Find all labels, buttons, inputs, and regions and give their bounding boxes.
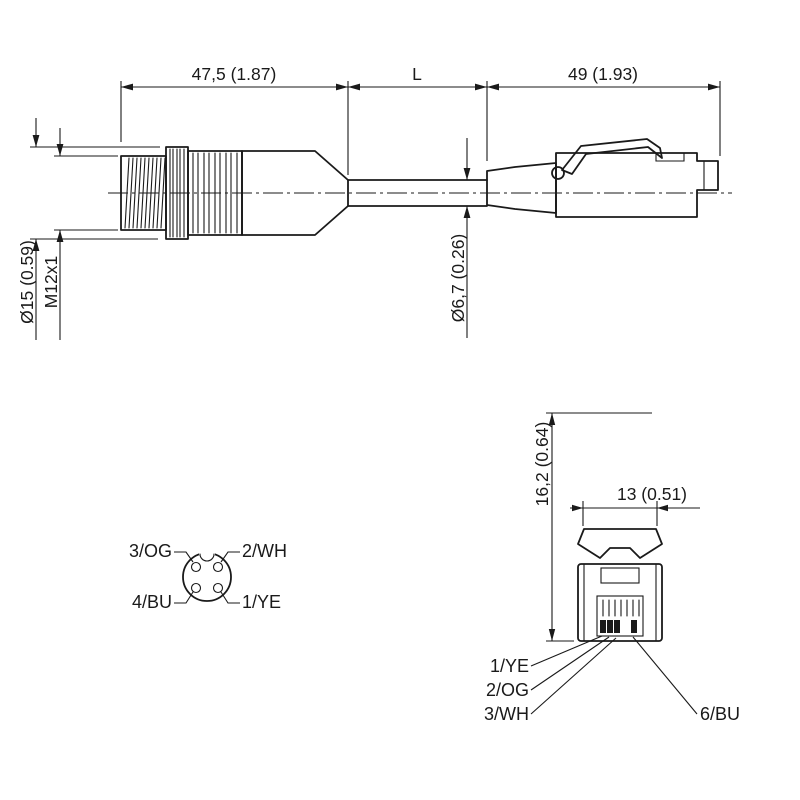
pin-1: [212, 582, 224, 594]
rj45-front-view: 16,2 (0.64) 13 (0.51): [484, 412, 740, 724]
dim-nut-diameter: Ø15 (0.59): [17, 240, 37, 324]
wire-label-1: 1/YE: [490, 656, 529, 676]
dim-cable-length: L: [412, 64, 422, 84]
pin-2: [212, 561, 224, 573]
contact-block: [596, 595, 644, 637]
dimension-left: Ø15 (0.59) M12x1: [17, 118, 160, 340]
wire-labels: 1/YE 2/OG 3/WH 6/BU: [484, 635, 740, 724]
pin-4: [190, 582, 202, 594]
contact-2: [607, 620, 613, 633]
pinout-label-3: 3/OG: [129, 541, 172, 561]
side-view: 47,5 (1.87) L 49 (1.93) Ø15 (0.59) M12x1: [17, 64, 732, 340]
wire-label-3: 3/WH: [484, 704, 529, 724]
dim-rj45-length: 49 (1.93): [568, 64, 638, 84]
dim-m12-length: 47,5 (1.87): [192, 64, 277, 84]
rj45-connector-side: [486, 138, 719, 218]
latch-pivot: [551, 166, 565, 180]
pinout-label-1: 1/YE: [242, 592, 281, 612]
wire-label-6: 6/BU: [700, 704, 740, 724]
dim-cable-diameter: Ø6,7 (0.26): [448, 234, 468, 323]
pinout-label-4: 4/BU: [132, 592, 172, 612]
pin-3: [190, 561, 202, 573]
contact-3: [614, 620, 620, 633]
dim-width: 13 (0.51): [617, 484, 687, 504]
rj45-front-body: [577, 528, 663, 642]
dimension-cable-diameter: Ø6,7 (0.26): [448, 138, 471, 338]
m12-pinout-view: 3/OG 2/WH 4/BU 1/YE: [129, 541, 287, 612]
latch-lever: [561, 138, 663, 175]
latch-cap: [577, 528, 663, 559]
wire-label-2: 2/OG: [486, 680, 529, 700]
connector-face: [182, 552, 232, 602]
dimension-height: 16,2 (0.64): [532, 412, 652, 642]
contact-6: [631, 620, 637, 633]
dim-thread: M12x1: [41, 256, 61, 309]
pinout-label-2: 2/WH: [242, 541, 287, 561]
cable: [347, 179, 488, 207]
contact-1: [600, 620, 606, 633]
dim-height: 16,2 (0.64): [532, 422, 552, 507]
keyway-notch: [199, 553, 215, 562]
dimension-width: 13 (0.51): [570, 484, 700, 526]
dimension-top-chain: 47,5 (1.87) L 49 (1.93): [120, 64, 721, 175]
